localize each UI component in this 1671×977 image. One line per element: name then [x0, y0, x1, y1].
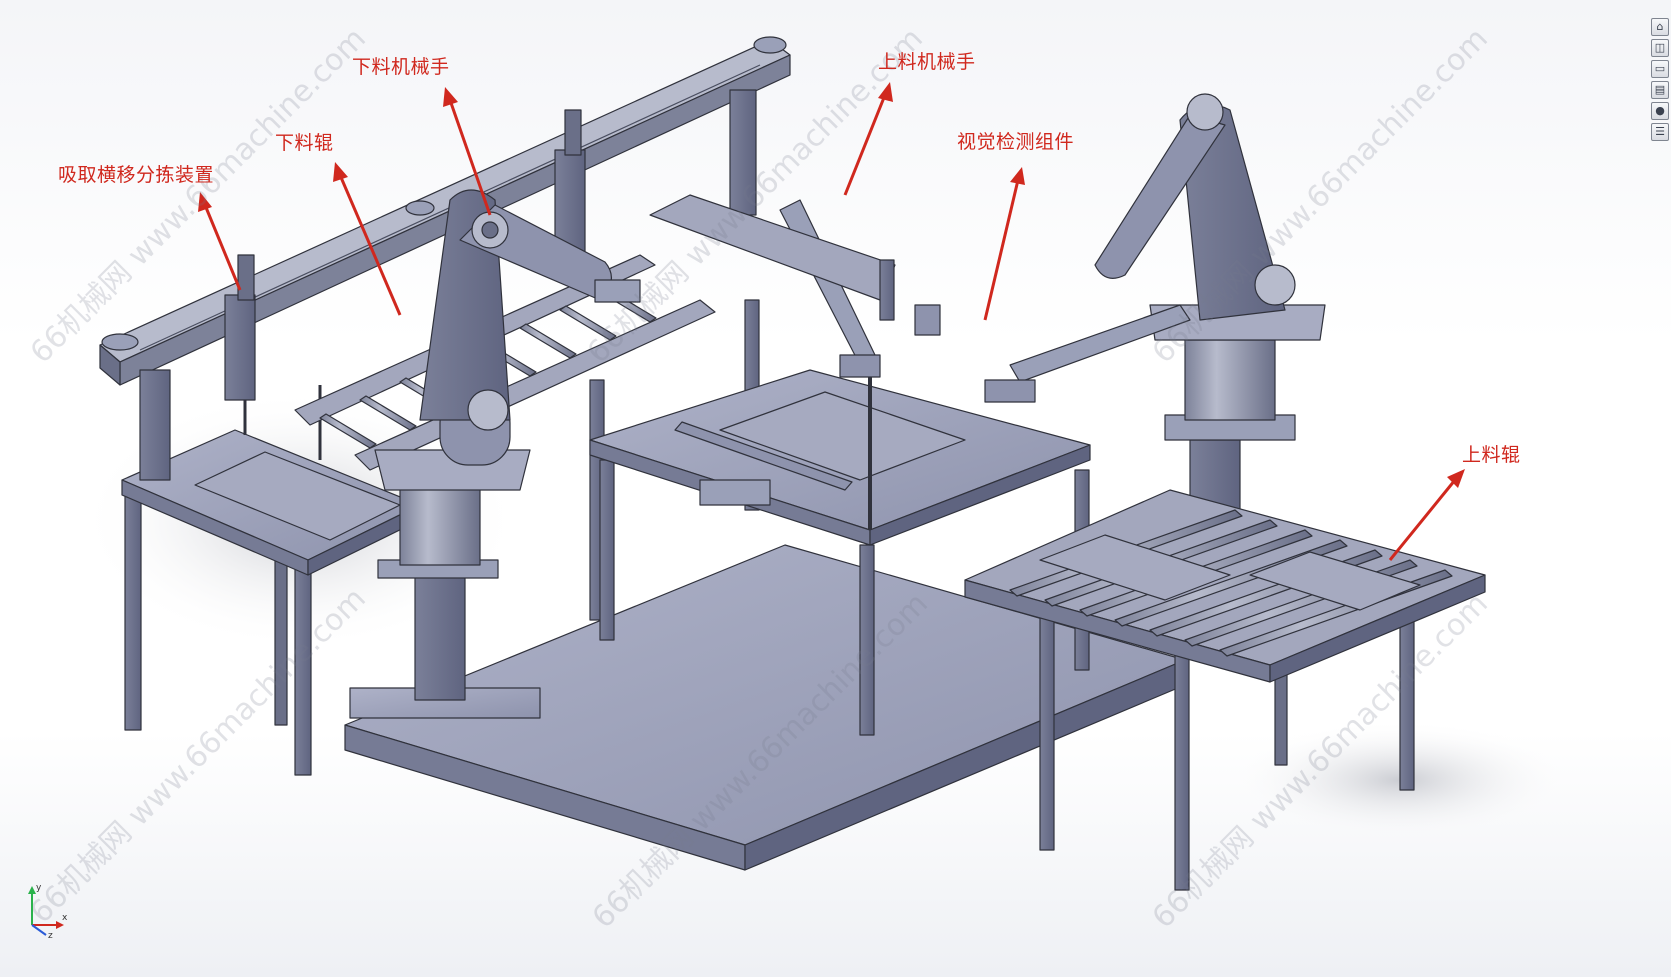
label-suction-transfer: 吸取横移分拣装置 [58, 164, 215, 186]
arrow-unload-roller [338, 174, 402, 316]
arrow-vision-module [983, 179, 1020, 321]
triad-y-label: y [36, 883, 42, 893]
label-load-roller: 上料辊 [1462, 444, 1521, 466]
arrow-load-robot [843, 94, 887, 196]
label-unload-roller: 下料辊 [275, 132, 334, 154]
annotation-arrows [198, 82, 1465, 561]
task-pane-tabs: ⌂ ◫ ▭ ▤ ● ☰ [1651, 18, 1671, 141]
unload-table [121, 429, 421, 776]
triad-x-label: x [62, 913, 68, 923]
base-plate [344, 544, 1186, 871]
arrow-unload-robot [448, 99, 492, 216]
view-cube-icon[interactable]: ◫ [1651, 39, 1669, 57]
load-roller-conveyor [964, 489, 1486, 891]
home-icon[interactable]: ⌂ [1651, 18, 1669, 36]
label-load-robot: 上料机械手 [878, 51, 976, 73]
z-axis [31, 924, 47, 936]
coordinate-triad: x y z [28, 883, 68, 940]
appearance-icon[interactable]: ● [1651, 102, 1669, 120]
open-folder-icon[interactable]: ▭ [1651, 60, 1669, 78]
label-vision-module: 视觉检测组件 [957, 131, 1075, 153]
unload-robot [349, 189, 641, 719]
display-style-icon[interactable]: ▤ [1651, 81, 1669, 99]
arrow-load-roller [1388, 479, 1457, 561]
back-table [649, 194, 941, 336]
label-unload-robot: 下料机械手 [352, 56, 450, 78]
triad-z-label: z [48, 931, 53, 940]
task-list-icon[interactable]: ☰ [1651, 123, 1669, 141]
arrow-suction-transfer [203, 204, 242, 291]
